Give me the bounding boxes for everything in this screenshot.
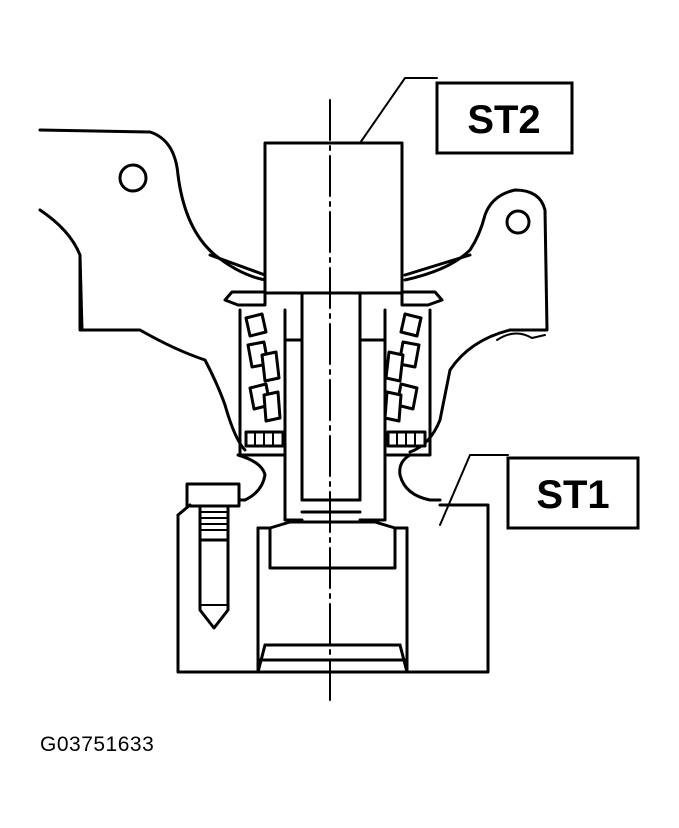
st1-label-text: ST1 [536, 473, 609, 517]
st1-label: ST1 [506, 456, 640, 530]
st2-press-tool [263, 141, 404, 514]
st1-leader-line [439, 454, 509, 526]
hub-bolt [185, 482, 241, 630]
st2-label: ST2 [435, 81, 574, 155]
wheel-hub [188, 453, 442, 522]
st2-label-text: ST2 [467, 98, 540, 142]
steering-knuckle [38, 128, 549, 454]
bearing-rollers-right [383, 312, 427, 448]
bearing-rollers-left [244, 312, 285, 448]
hub-bearing [223, 290, 444, 457]
st2-leader-line [359, 77, 438, 144]
st1-support-tool [176, 503, 490, 674]
figure-id: G03751633 [40, 733, 155, 756]
